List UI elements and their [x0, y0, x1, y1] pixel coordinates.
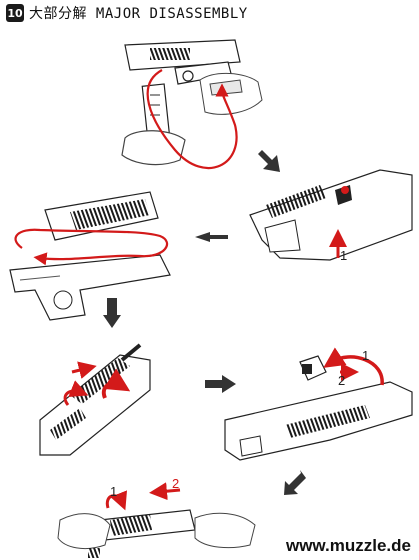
page-title: 大部分解 MAJOR DISASSEMBLY [29, 6, 248, 22]
red-curl-1 [105, 490, 127, 511]
guide-rod [120, 343, 142, 362]
red-loop-slide-forward [14, 228, 168, 266]
website-url: www.muzzle.de [285, 536, 411, 555]
flow-arrow-1 [258, 150, 280, 172]
panel-barrel-removal: 1 2 [224, 347, 413, 461]
flow-arrow-3 [103, 298, 121, 328]
red-arrow-push [71, 361, 97, 379]
flow-arrow-5 [284, 470, 306, 495]
flow-arrow-4 [205, 375, 236, 393]
callout-number-1: 1 [340, 248, 347, 263]
panel-recoil-spring-removal [39, 343, 151, 456]
panel-remove-slide-and-magazine [121, 39, 263, 170]
slide-underside [39, 354, 151, 456]
magazine-in-hand [121, 83, 186, 166]
callout-number-2c: 2 [172, 476, 179, 491]
flow-arrow-2 [195, 232, 228, 242]
callout-number-1b: 1 [362, 348, 369, 363]
panel-frame-takedown: 1 [249, 169, 413, 263]
manual-header: 10 大部分解 MAJOR DISASSEMBLY [6, 3, 248, 23]
panel-slide-off-frame [9, 191, 171, 321]
callout-number-2b: 2 [338, 373, 345, 388]
red-arrow-lift [63, 380, 89, 406]
red-path-magazine-out [146, 69, 238, 170]
panel-hands-reassembly: 1 2 [57, 476, 256, 558]
callout-number-1c: 1 [110, 484, 117, 499]
frame [9, 254, 171, 321]
red-arrow-lift-block [323, 347, 384, 386]
step-number-badge: 10 [6, 4, 24, 22]
hand-on-grip [199, 72, 263, 115]
red-arrow-2 [149, 482, 181, 501]
